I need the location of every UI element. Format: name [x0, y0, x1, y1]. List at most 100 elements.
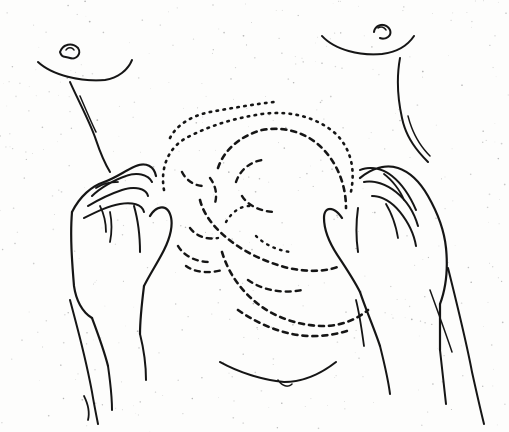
paper-speck — [489, 263, 490, 264]
paper-speck — [33, 25, 34, 26]
paper-speck — [165, 203, 166, 204]
paper-speck — [283, 245, 284, 246]
paper-speck — [232, 417, 234, 419]
paper-speck — [243, 337, 244, 338]
paper-speck — [321, 100, 323, 102]
paper-speck — [321, 62, 323, 64]
paper-speck — [64, 314, 66, 316]
paper-speck — [179, 151, 180, 152]
paper-speck — [320, 160, 321, 161]
paper-speck — [205, 232, 206, 233]
paper-speck — [242, 422, 244, 424]
paper-speck — [0, 210, 1, 211]
paper-speck — [427, 412, 428, 413]
paper-speck — [150, 89, 151, 90]
paper-speck — [419, 336, 420, 337]
paper-speck — [437, 348, 438, 349]
paper-speck — [504, 404, 505, 405]
paper-speck — [246, 108, 247, 109]
paper-speck — [315, 61, 316, 62]
paper-speck — [212, 234, 213, 235]
paper-speck — [384, 148, 385, 149]
paper-speck — [320, 102, 322, 104]
paper-speck — [225, 218, 226, 219]
paper-speck — [60, 364, 62, 366]
paper-speck — [61, 191, 63, 193]
paper-speck — [218, 302, 220, 304]
paper-speck — [489, 45, 490, 46]
paper-speck — [373, 402, 374, 403]
paper-speck — [461, 346, 462, 347]
paper-speck — [63, 398, 64, 399]
paper-speck — [409, 56, 410, 57]
paper-speck — [334, 377, 335, 378]
paper-speck — [392, 317, 393, 318]
paper-speck — [168, 12, 169, 13]
paper-speck — [213, 194, 214, 195]
paper-speck — [406, 235, 408, 237]
paper-speck — [298, 190, 299, 191]
paper-speck — [36, 69, 37, 70]
paper-speck — [96, 119, 98, 121]
paper-speck — [82, 75, 84, 77]
paper-speck — [362, 376, 363, 377]
paper-speck — [133, 117, 134, 118]
paper-speck — [278, 142, 279, 143]
paper-speck — [391, 314, 392, 315]
paper-speck — [261, 390, 263, 392]
paper-speck — [405, 299, 406, 300]
paper-speck — [255, 191, 257, 193]
paper-speck — [177, 7, 178, 8]
paper-speck — [341, 68, 342, 69]
paper-speck — [489, 193, 491, 195]
paper-speck — [25, 151, 26, 152]
paper-speck — [330, 38, 331, 39]
paper-speck — [358, 6, 359, 7]
paper-speck — [337, 341, 339, 343]
paper-speck — [167, 220, 168, 221]
paper-speck — [336, 215, 338, 217]
paper-speck — [402, 10, 403, 11]
paper-speck — [212, 53, 213, 54]
paper-speck — [103, 32, 105, 34]
paper-speck — [60, 134, 61, 135]
paper-speck — [355, 248, 356, 249]
paper-speck — [399, 120, 400, 121]
paper-speck — [369, 138, 370, 139]
paper-speck — [92, 73, 94, 75]
paper-speck — [495, 123, 496, 124]
paper-speck — [2, 249, 4, 251]
paper-speck — [494, 35, 496, 37]
paper-speck — [498, 277, 499, 278]
paper-speck — [483, 326, 484, 327]
paper-speck — [410, 157, 411, 158]
paper-speck — [188, 316, 189, 317]
paper-speck — [147, 267, 148, 268]
paper-speck — [502, 322, 504, 324]
paper-speck — [201, 83, 202, 84]
paper-speck — [482, 386, 483, 387]
paper-speck — [182, 413, 183, 414]
paper-speck — [491, 344, 493, 346]
paper-speck — [285, 127, 287, 129]
paper-speck — [253, 303, 255, 305]
paper-speck — [68, 312, 69, 313]
paper-speck — [470, 282, 472, 284]
paper-speck — [335, 66, 336, 67]
paper-speck — [371, 46, 373, 48]
paper-speck — [58, 189, 59, 190]
paper-speck — [233, 99, 234, 100]
paper-speck — [402, 59, 403, 60]
paper-speck — [162, 395, 163, 396]
paper-speck — [6, 106, 7, 107]
paper-speck — [177, 380, 179, 382]
paper-speck — [475, 0, 476, 1]
paper-speck — [253, 290, 254, 291]
paper-speck — [373, 69, 374, 70]
paper-speck — [24, 177, 25, 178]
paper-speck — [84, 187, 85, 188]
paper-speck — [444, 355, 445, 356]
paper-speck — [340, 1, 341, 2]
paper-speck — [129, 42, 130, 43]
